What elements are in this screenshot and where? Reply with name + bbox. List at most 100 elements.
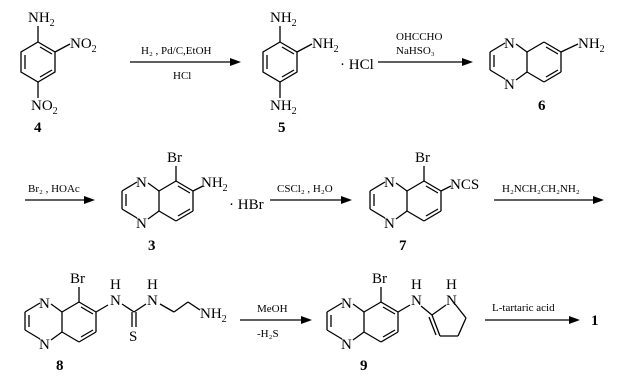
reagent-text: Br₂ , HOAc [28, 183, 80, 195]
compound-3: N N Br NH2 · HBr 3 [121, 150, 264, 254]
bond [296, 43, 313, 53]
hydrogen-atom: H [147, 277, 158, 293]
bond [440, 185, 452, 192]
nitrogen-atom: N [341, 296, 352, 312]
sulfur-atom: S [129, 329, 137, 345]
reaction-arrow-4: CSCl₂ , H₂O [270, 183, 352, 204]
amino-group: NH2 [201, 175, 228, 194]
bond [192, 185, 204, 192]
compound-label: 9 [360, 358, 368, 374]
nitrogen-atom: N [136, 175, 147, 191]
hydrogen-atom: H [411, 277, 422, 293]
nitro-group: NO2 [70, 36, 97, 55]
double-bond [425, 185, 439, 194]
double-bond [177, 185, 191, 194]
bond [543, 71, 562, 83]
isothiocyanate-group: NCS [450, 177, 479, 193]
bond [121, 181, 138, 192]
amino-group: NH2 [270, 10, 297, 29]
bond [395, 210, 408, 220]
bond [380, 301, 399, 313]
nitrogen-atom: N [147, 293, 158, 309]
arrow-head [230, 58, 241, 66]
bond [352, 331, 365, 341]
salt-label: · HBr [229, 197, 264, 213]
compound-label: 3 [148, 238, 156, 254]
reaction-arrow-6: MeOH -H₂S [240, 303, 312, 340]
bond [187, 301, 201, 311]
nitrogen-atom: N [384, 216, 395, 232]
double-bond [545, 46, 559, 55]
bond [175, 210, 194, 222]
bromine-atom: Br [167, 150, 182, 166]
double-bond [80, 306, 94, 315]
reagent-text: MeOH [257, 303, 288, 315]
bond [175, 180, 194, 192]
bond [395, 182, 408, 192]
bond [326, 329, 343, 340]
bond [121, 208, 138, 219]
bond [515, 43, 528, 53]
bond [147, 210, 160, 220]
reagent-text: NaHSO₃ [396, 45, 435, 57]
bond [78, 331, 97, 343]
bond [454, 303, 467, 319]
nitrogen-atom: N [504, 77, 515, 93]
reagent-text: CSCl₂ , H₂O [277, 183, 333, 195]
bond [489, 42, 506, 53]
bond [158, 210, 177, 222]
double-bond [177, 208, 191, 217]
double-bond [425, 208, 439, 217]
hydrogen-atom: H [110, 277, 121, 293]
bond [431, 304, 447, 316]
nitro-group: NO2 [31, 98, 58, 117]
amino-group: NH2 [312, 36, 339, 55]
bond [457, 317, 467, 337]
reaction-arrow-2: OHCCHO NaHSO₃ [378, 31, 473, 66]
bond [24, 302, 41, 313]
bond [326, 302, 343, 313]
double-bond [382, 329, 396, 338]
compound-label: 6 [538, 98, 546, 114]
nitrogen-atom: N [110, 293, 121, 309]
amino-group: NH2 [200, 306, 227, 325]
arrow-head [84, 196, 95, 204]
bromine-atom: Br [415, 150, 430, 166]
compound-5: NH2 NH2 NH2 · HCl 5 [262, 10, 374, 136]
bromine-atom: Br [372, 271, 387, 287]
nitrogen-atom: N [136, 216, 147, 232]
salt-label: · HCl [340, 57, 374, 73]
bond [420, 305, 433, 316]
bond [406, 210, 425, 222]
nitrogen-atom: N [39, 337, 50, 353]
compound-label: 5 [278, 120, 286, 136]
bond [526, 71, 545, 83]
benzene-ring [20, 41, 56, 83]
amino-group: NH2 [578, 36, 605, 55]
compound-8: N N Br H N H N S NH2 8 [24, 271, 227, 374]
double-bond [39, 69, 53, 78]
bond [515, 71, 528, 81]
reagent-text: HCl [173, 70, 191, 82]
compound-label: 1 [591, 313, 599, 329]
bond [369, 181, 386, 192]
arrow-head [593, 196, 604, 204]
compound-label: 7 [399, 238, 407, 254]
bond [406, 180, 425, 192]
arrow-head [341, 196, 352, 204]
bond [78, 301, 97, 313]
arrow-head [462, 58, 473, 66]
arrow-head [301, 316, 312, 324]
compound-9: N N Br H N H N 9 [326, 271, 467, 374]
compound-label: 8 [56, 358, 64, 374]
nitrogen-atom: N [384, 175, 395, 191]
bond [560, 43, 579, 53]
hydrogen-atom: H [446, 277, 457, 293]
bond [121, 303, 135, 313]
reaction-arrow-3: Br₂ , HOAc [25, 183, 95, 204]
bond [95, 304, 109, 313]
reagent-text: H₂ , Pd/C,EtOH [141, 45, 212, 57]
bond [24, 329, 41, 340]
bond [159, 303, 175, 313]
